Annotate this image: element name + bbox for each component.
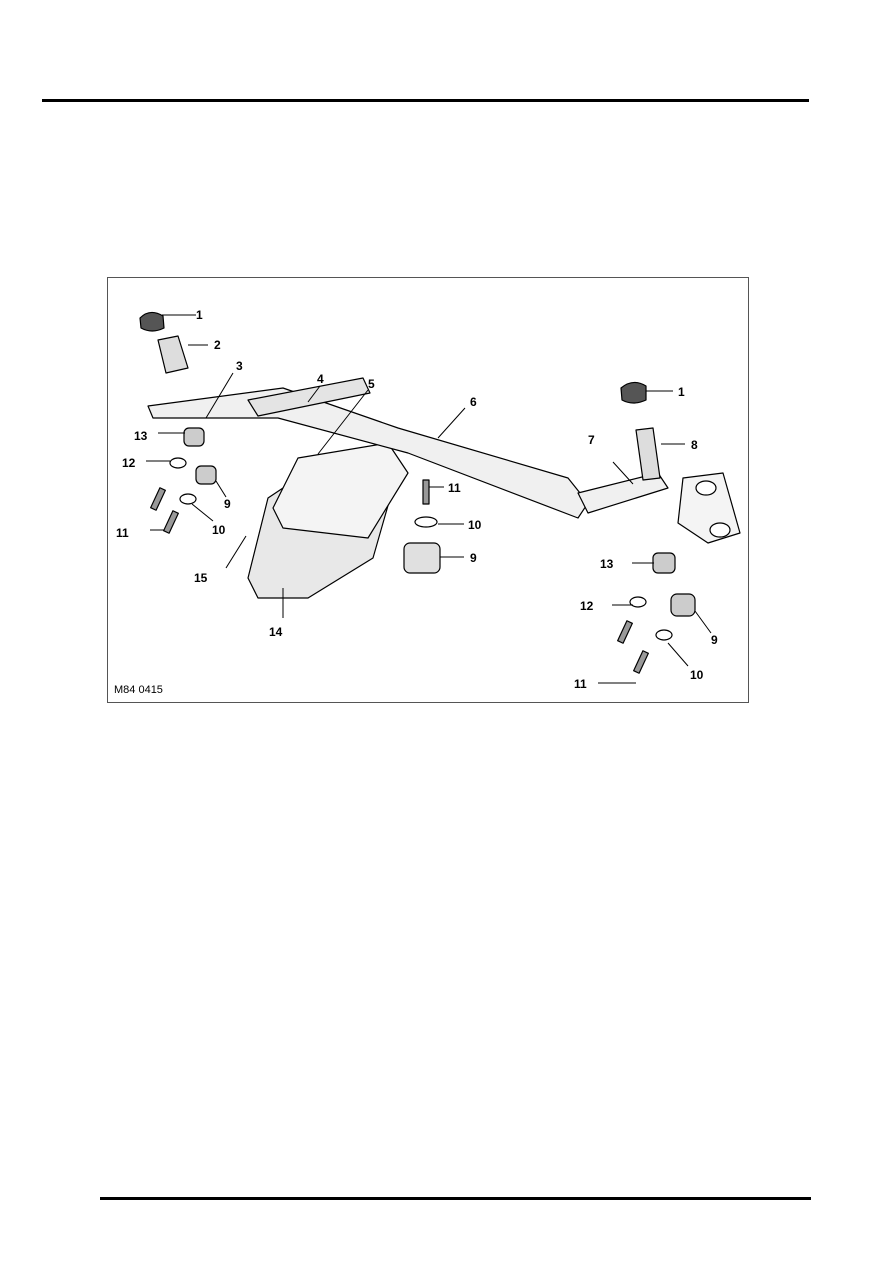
figure-reference: M84 0415 [114, 684, 163, 696]
grommet [670, 593, 696, 617]
callout-label: 7 [588, 433, 595, 447]
washer [414, 516, 438, 528]
bracket-hole [709, 522, 731, 538]
callout-label: 2 [214, 338, 221, 352]
left-spindle [157, 335, 189, 374]
crank-arm [577, 472, 669, 514]
callout-label: 1 [678, 385, 685, 399]
linkage-tube [147, 387, 589, 519]
callout-label: 14 [269, 625, 283, 639]
callout-label: 1 [196, 308, 203, 322]
bolt [617, 620, 633, 644]
callout-label: 5 [368, 377, 375, 391]
callout-label: 4 [317, 372, 324, 386]
bracket-hole [695, 480, 717, 496]
callout-label: 11 [448, 481, 461, 495]
callout-label: 11 [116, 526, 129, 540]
drive-tube [247, 377, 371, 417]
callout-label: 3 [236, 359, 243, 373]
callout-label: 6 [470, 395, 477, 409]
washer [179, 493, 197, 505]
callout-labels: 1 2 3 4 5 6 1 8 13 12 9 11 10 7 11 10 9 … [116, 308, 718, 691]
callout-label: 11 [574, 677, 587, 691]
grommet [195, 465, 217, 485]
left-spindle-cap [139, 311, 165, 332]
right-spindle-cap [620, 381, 647, 404]
callout-label: 12 [122, 456, 136, 470]
leader-lines [146, 314, 712, 684]
bolt [163, 510, 179, 534]
bolt [150, 487, 166, 511]
callout-label: 9 [224, 497, 231, 511]
washer [655, 629, 673, 641]
callout-label: 8 [691, 438, 698, 452]
bush [183, 427, 205, 447]
bolt [633, 650, 649, 674]
header-rule [42, 99, 809, 102]
footer-rule [100, 1197, 811, 1200]
callout-label: 15 [194, 571, 208, 585]
wiper-linkage-figure: 1 2 3 4 5 6 1 8 13 12 9 11 10 7 11 10 9 … [107, 277, 749, 703]
callout-label: 9 [470, 551, 477, 565]
callout-label: 9 [711, 633, 718, 647]
callout-label: 13 [600, 557, 614, 571]
callout-label: 10 [212, 523, 226, 537]
spacer [629, 596, 647, 608]
callout-label: 10 [468, 518, 482, 532]
parts-drawing [139, 311, 741, 674]
callout-label: 12 [580, 599, 594, 613]
motor-plate [272, 442, 409, 539]
bolt [422, 479, 430, 505]
exploded-diagram: 1 2 3 4 5 6 1 8 13 12 9 11 10 7 11 10 9 … [116, 308, 741, 691]
callout-label: 10 [690, 668, 704, 682]
bush [652, 552, 676, 574]
callout-label: 13 [134, 429, 148, 443]
spacer [169, 457, 187, 469]
grommet [403, 542, 441, 574]
right-spindle [635, 427, 661, 481]
